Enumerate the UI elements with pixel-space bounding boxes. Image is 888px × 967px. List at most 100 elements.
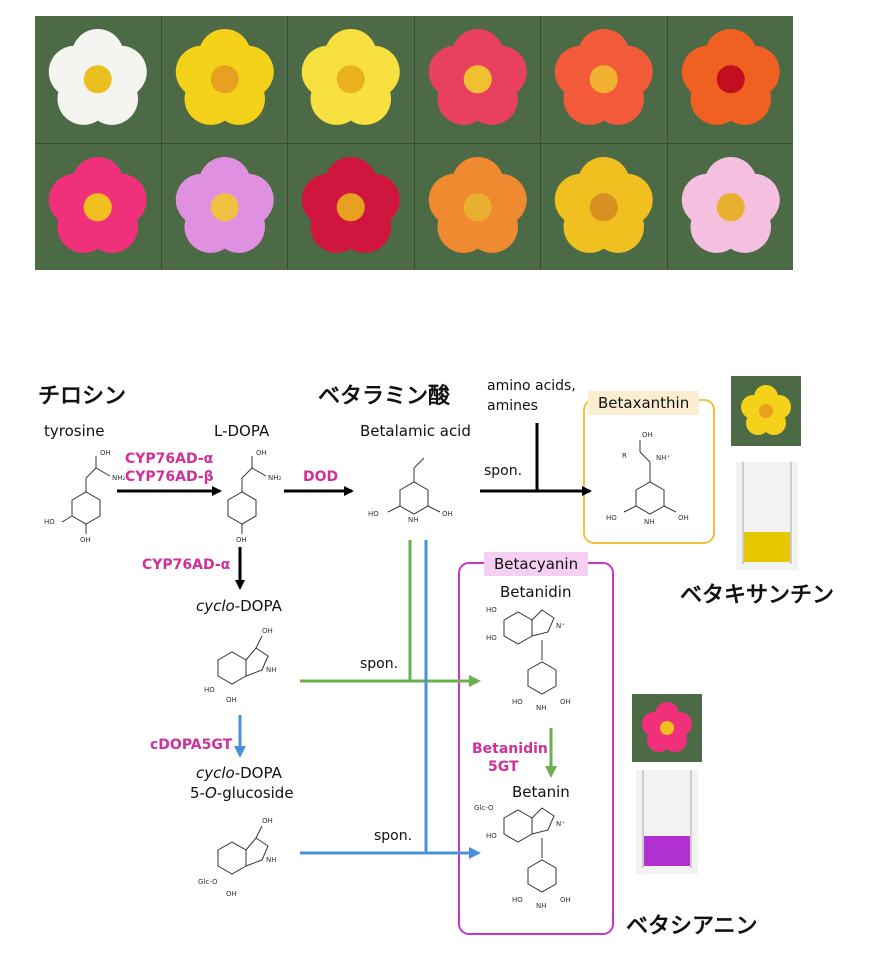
betalamic-structure: [387, 457, 441, 515]
betacyanin-title: Betacyanin: [484, 552, 589, 576]
ldopa-label: L-DOPA: [214, 422, 270, 440]
glucoside-o-italic: O: [204, 784, 217, 802]
betaxanthin-structure: [623, 440, 677, 515]
svg-text:OH: OH: [642, 431, 653, 439]
svg-text:Glc-O: Glc-O: [474, 804, 494, 812]
svg-text:NH: NH: [536, 704, 547, 712]
magenta-flower-photo: [35, 143, 161, 270]
yellow-flower-1-photo: [161, 16, 287, 143]
amino-acids-label: amino acids,: [487, 378, 576, 394]
cyclodopa-structure: [217, 635, 269, 685]
glucoside-structure: [217, 825, 269, 875]
betaxanthin-sample-tube: [736, 462, 798, 570]
betacyanin-sample-tube: [636, 770, 698, 874]
spon-label-betanin: spon.: [374, 828, 413, 844]
svg-text:OH: OH: [262, 627, 273, 635]
betaxanthin-atom-labels: OH R NH⁺ HO OH NH: [606, 431, 689, 526]
svg-text:HO: HO: [512, 698, 523, 706]
tyrosine-label: tyrosine: [44, 422, 105, 440]
svg-text:NH: NH: [536, 902, 547, 910]
svg-text:NH₂: NH₂: [268, 474, 282, 482]
betanidin-structure: [503, 609, 557, 695]
svg-text:OH: OH: [262, 817, 273, 825]
enzyme-dod: DOD: [303, 469, 339, 485]
orange-bicolor-flower-photo: [667, 16, 793, 143]
orange-flower-photo: [414, 143, 540, 270]
striped-flower-photo: [667, 143, 793, 270]
svg-text:HO: HO: [512, 896, 523, 904]
svg-text:OH: OH: [442, 510, 453, 518]
betalamic-atom-labels: HO OH NH: [368, 510, 453, 524]
spon-label-betanidin: spon.: [360, 656, 399, 672]
svg-text:OH: OH: [236, 536, 247, 544]
svg-text:NH₂: NH₂: [112, 474, 126, 482]
betaxanthin-jp-label: ベタキサンチン: [680, 583, 835, 608]
cyclo-italic: cyclo: [196, 597, 235, 615]
betaxanthin-flower-photo: [731, 376, 801, 446]
svg-text:NH: NH: [266, 666, 277, 674]
ldopa-atom-labels: OH NH₂ OH: [236, 449, 282, 544]
svg-text:OH: OH: [100, 449, 111, 457]
glucoside-suffix: -glucoside: [216, 784, 294, 802]
svg-text:R: R: [622, 452, 627, 460]
svg-text:HO: HO: [606, 514, 617, 522]
svg-text:OH: OH: [678, 514, 689, 522]
cyclo-dopa-rest: -DOPA: [234, 597, 282, 615]
svg-text:NH: NH: [644, 518, 655, 526]
svg-text:Glc-O: Glc-O: [198, 878, 218, 886]
svg-text:HO: HO: [44, 518, 55, 526]
svg-text:N⁺: N⁺: [556, 622, 565, 630]
glucoside-line1: cyclo-DOPA: [196, 764, 282, 782]
betanin-structure: [503, 807, 557, 893]
enzyme-betanidin-5gt-line1: Betanidin: [472, 741, 548, 757]
svg-text:OH: OH: [80, 536, 91, 544]
betacyanin-jp-label: ベタシアニン: [626, 914, 758, 939]
svg-text:HO: HO: [486, 606, 497, 614]
enzyme-cyp76ad-alpha: CYP76AD-α: [125, 451, 214, 467]
enzyme-cdopa5gt: cDOPA5GT: [150, 737, 233, 753]
betanidin-atom-labels: HO HO N⁺ HO OH NH: [486, 606, 571, 712]
svg-text:HO: HO: [486, 832, 497, 840]
cyclodopa-atom-labels: OH NH HO OH: [204, 627, 277, 704]
svg-text:NH: NH: [266, 856, 277, 864]
tyrosine-atom-labels: OH NH₂ HO OH: [44, 449, 126, 544]
white-flower-photo: [35, 16, 161, 143]
betaxanthin-title: Betaxanthin: [588, 391, 700, 415]
glucoside-5: 5-: [190, 784, 205, 802]
pink-red-flower-photo: [414, 16, 540, 143]
yellow-liquid: [744, 532, 790, 562]
enzyme-cyp76ad-alpha-2: CYP76AD-α: [142, 557, 231, 573]
amines-label: amines: [487, 398, 538, 414]
crimson-flower-photo: [288, 143, 414, 270]
betanin-label: Betanin: [512, 783, 570, 801]
tyrosine-jp-label: チロシン: [38, 384, 127, 409]
glucoside-cyclo-italic: cyclo: [196, 764, 235, 782]
glucoside-line2: 5-O-glucoside: [190, 784, 294, 802]
svg-text:HO: HO: [204, 686, 215, 694]
orange-red-flower-photo: [541, 16, 667, 143]
enzyme-cyp76ad-beta: CYP76AD-β: [125, 469, 214, 485]
tyrosine-structure: [61, 456, 111, 534]
svg-text:OH: OH: [256, 449, 267, 457]
glucoside-atom-labels: OH NH Glc-O OH: [198, 817, 277, 898]
glucoside-dopa-rest: -DOPA: [234, 764, 282, 782]
lilac-flower-photo: [161, 143, 287, 270]
svg-text:NH⁺: NH⁺: [656, 454, 671, 462]
svg-text:NH: NH: [408, 516, 419, 524]
purple-liquid: [644, 836, 690, 866]
betalamic-jp-label: ベタラミン酸: [318, 384, 451, 409]
betanidin-label: Betanidin: [500, 583, 572, 601]
enzyme-betanidin-5gt-line2: 5GT: [488, 759, 519, 775]
svg-text:OH: OH: [560, 896, 571, 904]
svg-text:OH: OH: [226, 696, 237, 704]
ldopa-structure: [227, 456, 267, 534]
betalamic-label: Betalamic acid: [360, 422, 471, 440]
svg-text:OH: OH: [560, 698, 571, 706]
svg-text:OH: OH: [226, 890, 237, 898]
spon-label-betaxanthin: spon.: [484, 463, 523, 479]
betacyanin-flower-photo: [632, 694, 702, 762]
svg-text:HO: HO: [368, 510, 379, 518]
svg-text:HO: HO: [486, 634, 497, 642]
gold-flower-photo: [541, 143, 667, 270]
